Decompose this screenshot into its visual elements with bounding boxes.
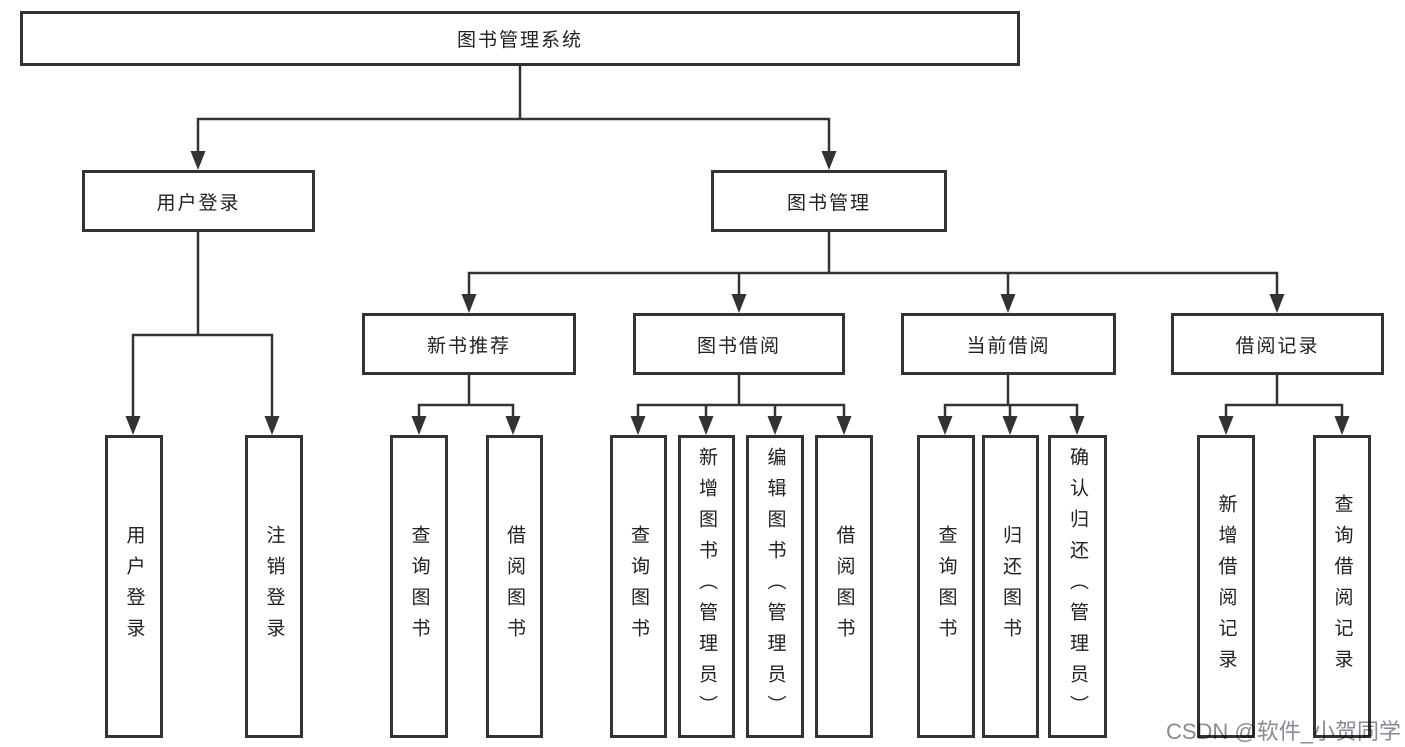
node-label: 新增图书（管理员）: [696, 447, 717, 726]
node-label: 确认归还（管理员）: [1067, 447, 1088, 726]
node-library-management-system: 图书管理系统: [20, 11, 1020, 66]
node-leaf-logout: 注销登录: [245, 435, 303, 738]
node-leaf-query-books-recommend: 查询图书: [390, 435, 448, 738]
node-leaf-return-books: 归还图书: [982, 435, 1039, 738]
node-borrowing-records: 借阅记录: [1171, 313, 1384, 375]
node-label: 用户登录: [123, 524, 145, 649]
node-user-login: 用户登录: [82, 170, 315, 232]
node-leaf-borrow-books-recommend: 借阅图书: [486, 435, 543, 738]
node-label: 归还图书: [1000, 524, 1021, 649]
node-label: 新增借阅记录: [1215, 493, 1237, 680]
node-book-borrowing: 图书借阅: [633, 313, 845, 375]
node-label: 查询图书: [628, 524, 649, 649]
node-book-management: 图书管理: [711, 170, 947, 232]
node-leaf-user-login: 用户登录: [105, 435, 163, 738]
node-leaf-edit-books-admin: 编辑图书（管理员）: [746, 435, 804, 738]
node-label: 查询借阅记录: [1331, 493, 1353, 680]
node-label: 注销登录: [263, 524, 285, 649]
node-label: 编辑图书（管理员）: [764, 447, 786, 726]
node-new-book-recommendation: 新书推荐: [362, 313, 576, 375]
node-leaf-query-borrow-record: 查询借阅记录: [1313, 435, 1371, 738]
node-leaf-borrow-books: 借阅图书: [815, 435, 873, 738]
node-label: 查询图书: [935, 524, 957, 649]
node-label: 借阅图书: [504, 524, 525, 649]
node-current-borrowing: 当前借阅: [901, 313, 1116, 375]
node-label: 借阅图书: [833, 524, 855, 649]
node-leaf-query-books-current: 查询图书: [917, 435, 975, 738]
node-leaf-query-books-borrowing: 查询图书: [610, 435, 667, 738]
node-label: 查询图书: [408, 524, 430, 649]
node-leaf-confirm-return-admin: 确认归还（管理员）: [1048, 435, 1107, 738]
node-leaf-add-borrow-record: 新增借阅记录: [1197, 435, 1255, 738]
tree-edges: [131, 64, 1344, 417]
csdn-watermark: CSDN @软件_小贺同学: [1165, 719, 1401, 744]
node-leaf-add-books-admin: 新增图书（管理员）: [678, 435, 735, 738]
